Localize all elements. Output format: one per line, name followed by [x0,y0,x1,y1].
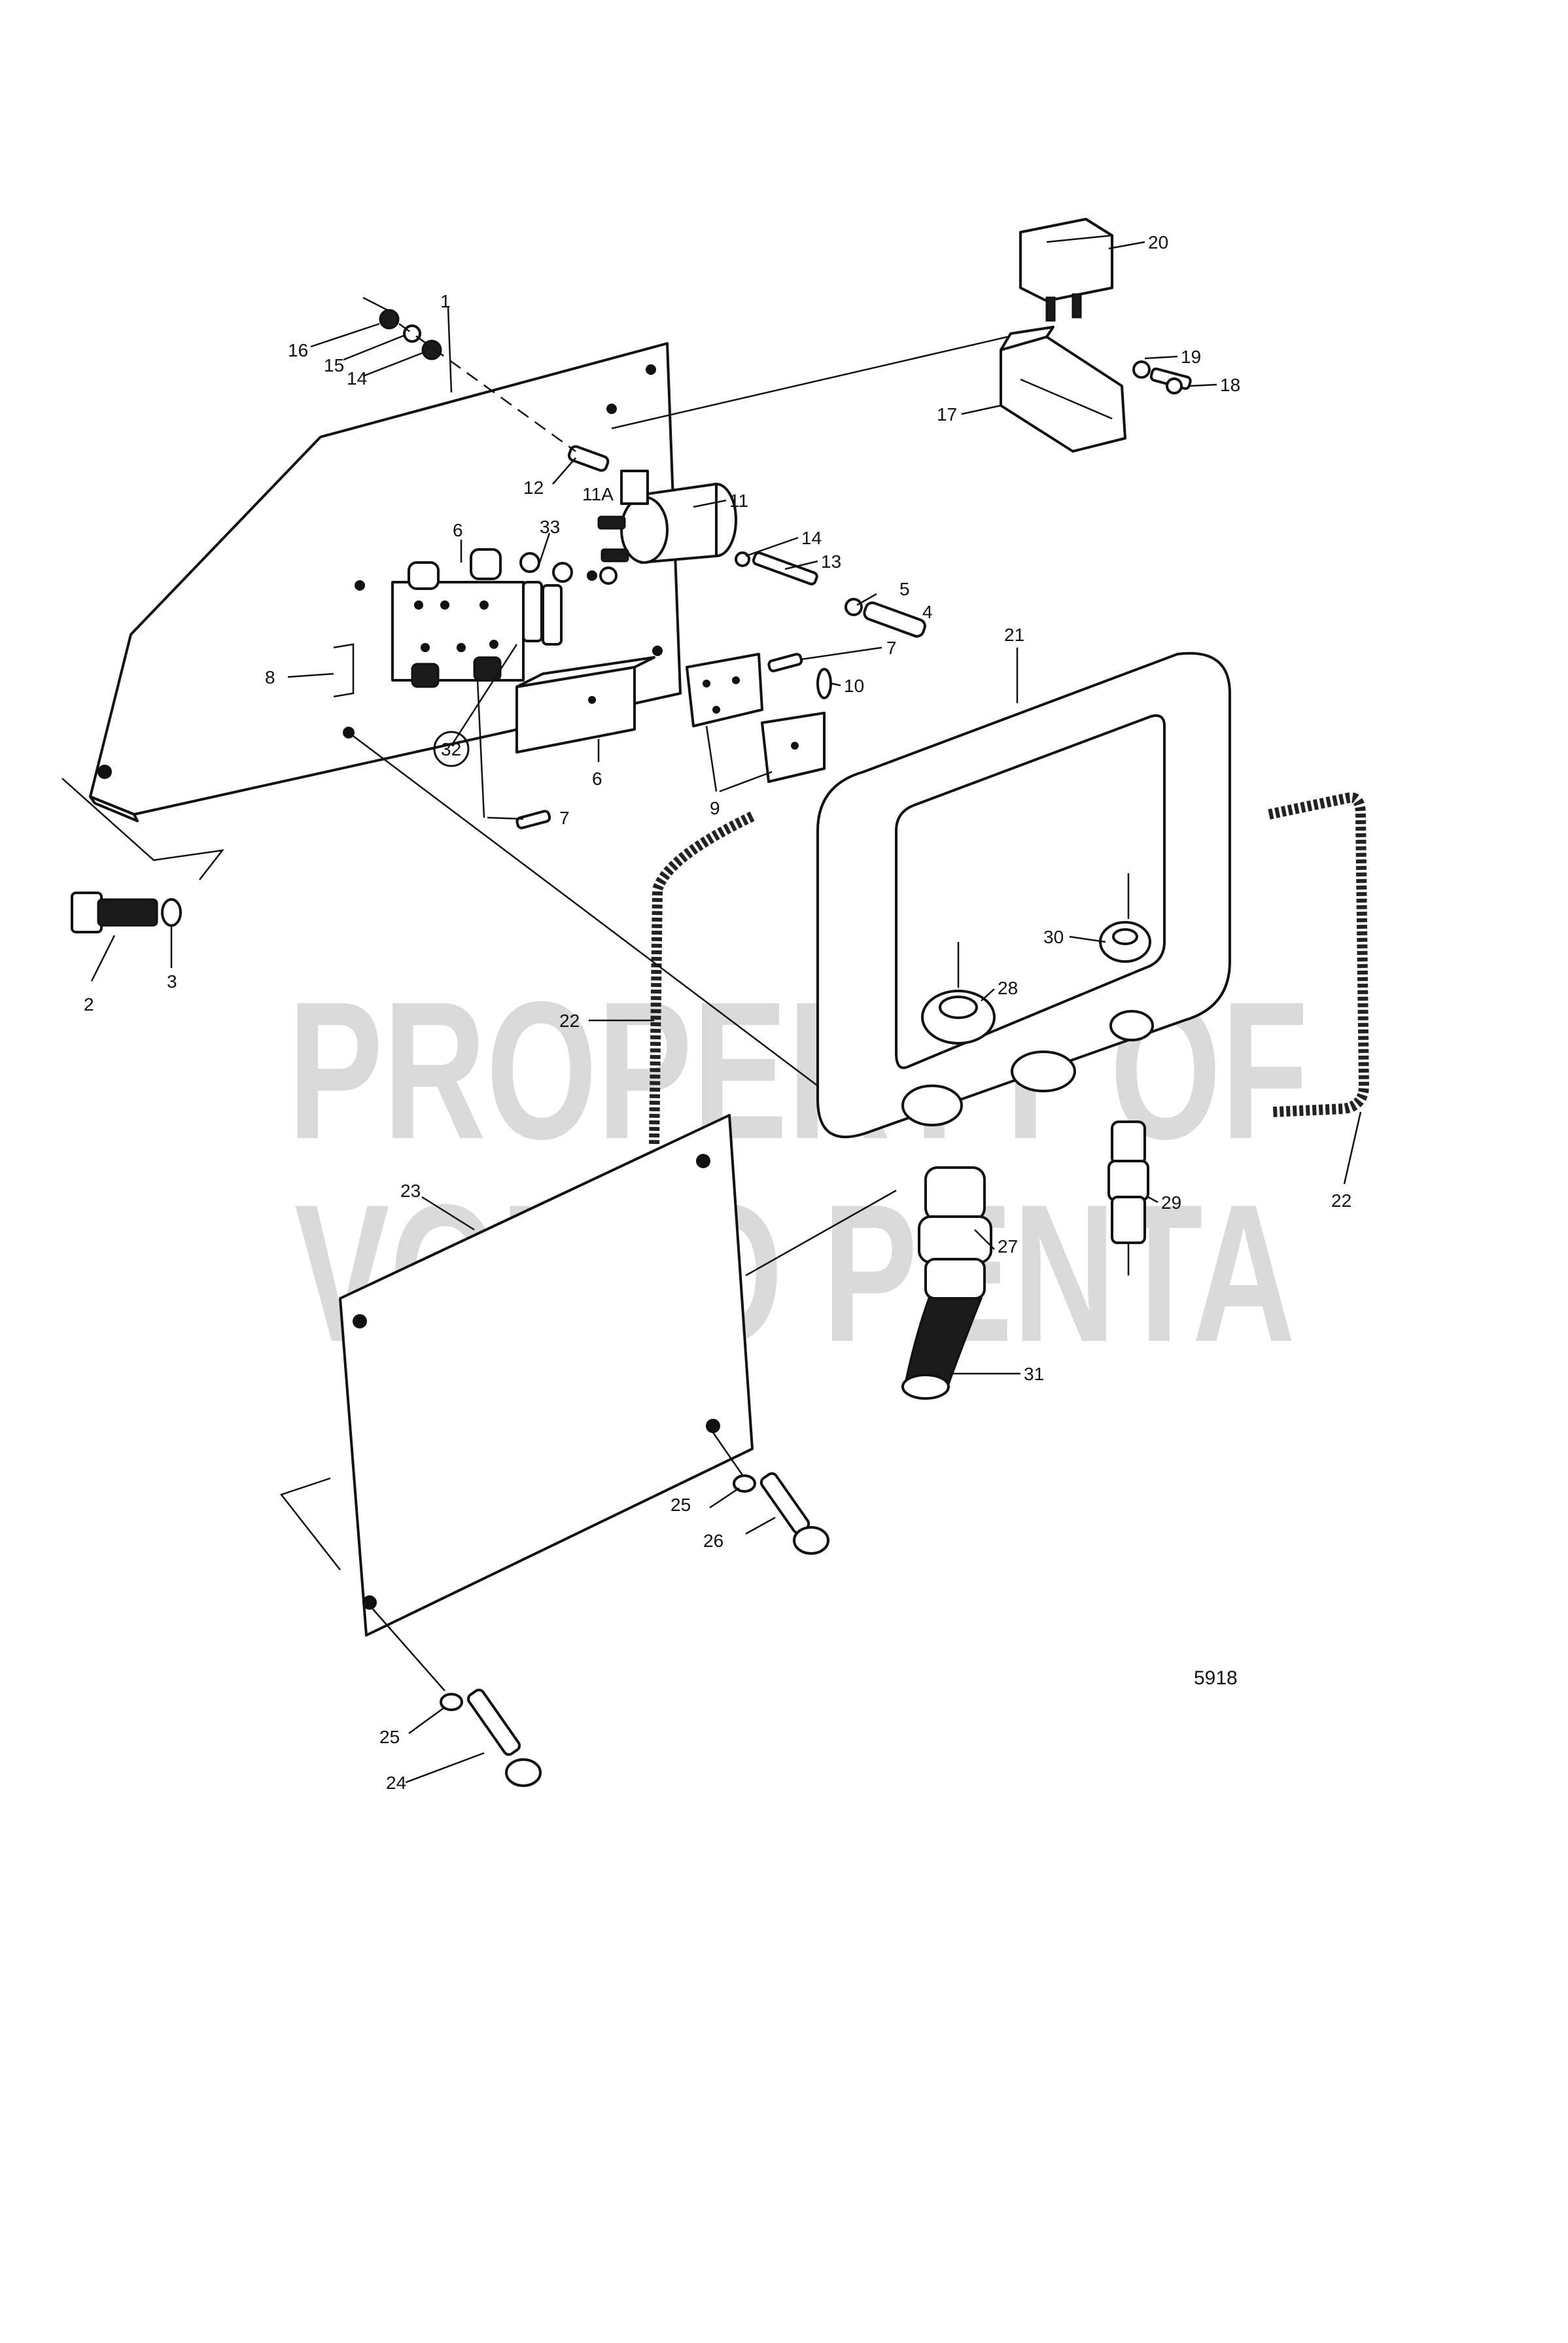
callout-11: 11 [729,491,748,511]
callout-21: 21 [1004,625,1024,645]
mounting-bolt [71,892,182,933]
callout-14-plate: 14 [347,368,367,389]
callout-23: 23 [400,1181,421,1201]
cable-lugs [519,552,573,646]
callout-4: 4 [922,602,933,622]
figure-number: 5918 [1194,1667,1238,1689]
callout-33: 33 [540,517,560,537]
terminal-block [391,548,525,688]
callout-labels: 1 2 3 4 5 6 6 7 7 8 9 10 11 11A 12 13 14… [84,232,1362,1793]
relay-bracket [1000,326,1192,453]
callout-6-upper: 6 [453,520,463,540]
cover-plate [279,1114,754,1637]
small-terminal-block [686,653,826,783]
callout-19: 19 [1181,347,1201,367]
callout-16: 16 [288,340,308,360]
cover-bolts [372,1432,829,1787]
gasket-right [1268,792,1370,1117]
callout-11a: 11A [582,484,614,504]
callout-15: 15 [324,355,344,375]
callout-14-solenoid: 14 [801,528,822,548]
callout-30: 30 [1043,927,1064,947]
callout-9: 9 [710,798,720,818]
gasket-left [649,811,755,1145]
callout-2: 2 [84,994,94,1015]
callout-7-lower: 7 [559,808,570,828]
callout-1: 1 [440,291,451,311]
small-hardware [362,296,926,829]
callout-13: 13 [821,551,841,572]
callout-12: 12 [523,477,544,498]
callout-25-upper: 25 [671,1495,691,1515]
clip [333,643,355,698]
callout-8: 8 [265,667,275,687]
callout-22-right: 22 [1331,1190,1351,1211]
callout-26: 26 [703,1531,723,1551]
callout-27: 27 [998,1236,1018,1257]
callout-31: 31 [1024,1364,1044,1384]
callout-18: 18 [1220,375,1240,395]
relay [1019,218,1113,322]
callout-28: 28 [998,978,1018,998]
callout-17: 17 [937,404,957,425]
callout-5: 5 [899,579,910,599]
callout-25-lower: 25 [379,1727,400,1747]
callout-3: 3 [167,971,177,992]
terminal-cover [515,656,655,754]
callout-29: 29 [1161,1192,1181,1213]
callout-6-lower: 6 [592,769,602,789]
callout-22-left: 22 [559,1011,580,1031]
callout-20: 20 [1148,232,1168,252]
hose-fittings [901,1120,1149,1400]
solenoid [597,470,737,585]
control-box [816,651,1231,1139]
callout-24: 24 [386,1773,406,1793]
callout-10: 10 [844,676,864,696]
mounting-plate [61,342,682,880]
callout-7-upper: 7 [886,638,897,658]
callout-32: 32 [441,739,461,759]
